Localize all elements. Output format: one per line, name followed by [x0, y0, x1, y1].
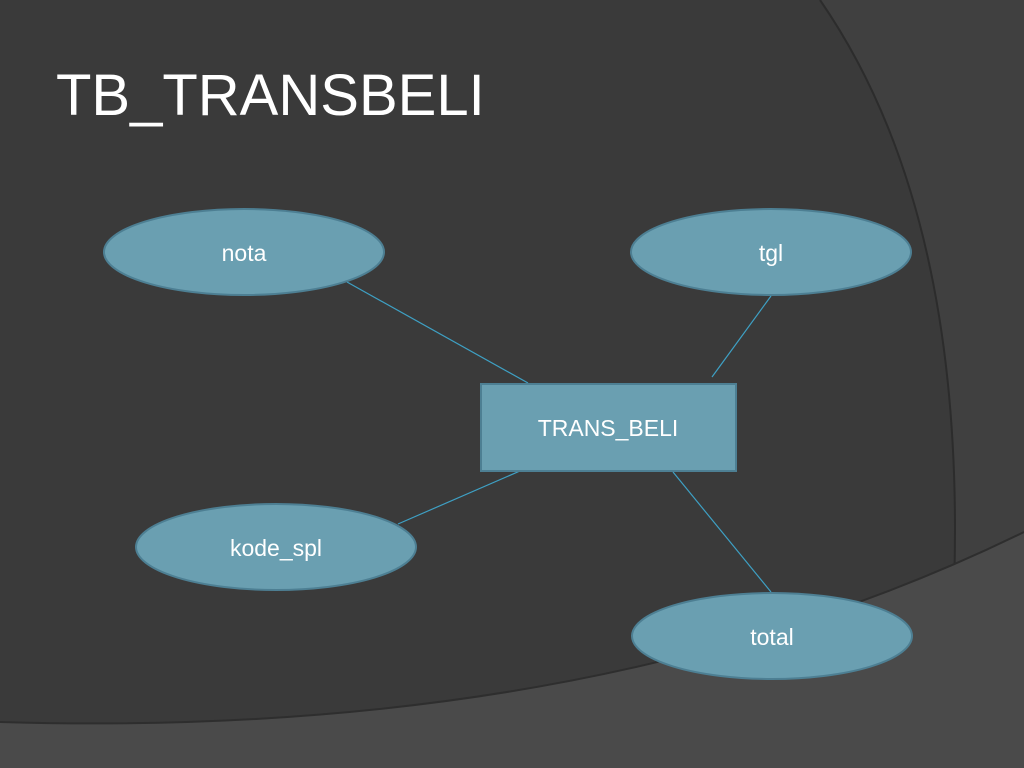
connector-kode-spl	[397, 463, 537, 525]
attribute-total[interactable]: total	[631, 592, 913, 680]
attribute-label: nota	[222, 240, 267, 266]
entity-label: TRANS_BELI	[538, 415, 679, 441]
slide-title: TB_TRANSBELI	[56, 63, 485, 128]
entity-trans-beli[interactable]: TRANS_BELI	[480, 383, 737, 472]
connector-tgl	[711, 295, 772, 378]
attribute-label: kode_spl	[230, 535, 322, 561]
connector-total	[672, 471, 772, 593]
background-arc-bottom	[0, 532, 1024, 768]
attribute-nota[interactable]: nota	[103, 208, 385, 296]
attribute-kode-spl[interactable]: kode_spl	[135, 503, 417, 591]
attribute-label: total	[750, 624, 793, 650]
connector-nota	[346, 281, 529, 384]
attribute-tgl[interactable]: tgl	[630, 208, 912, 296]
background-arc-bottom-outline	[0, 531, 1024, 725]
attribute-label: tgl	[759, 240, 783, 266]
